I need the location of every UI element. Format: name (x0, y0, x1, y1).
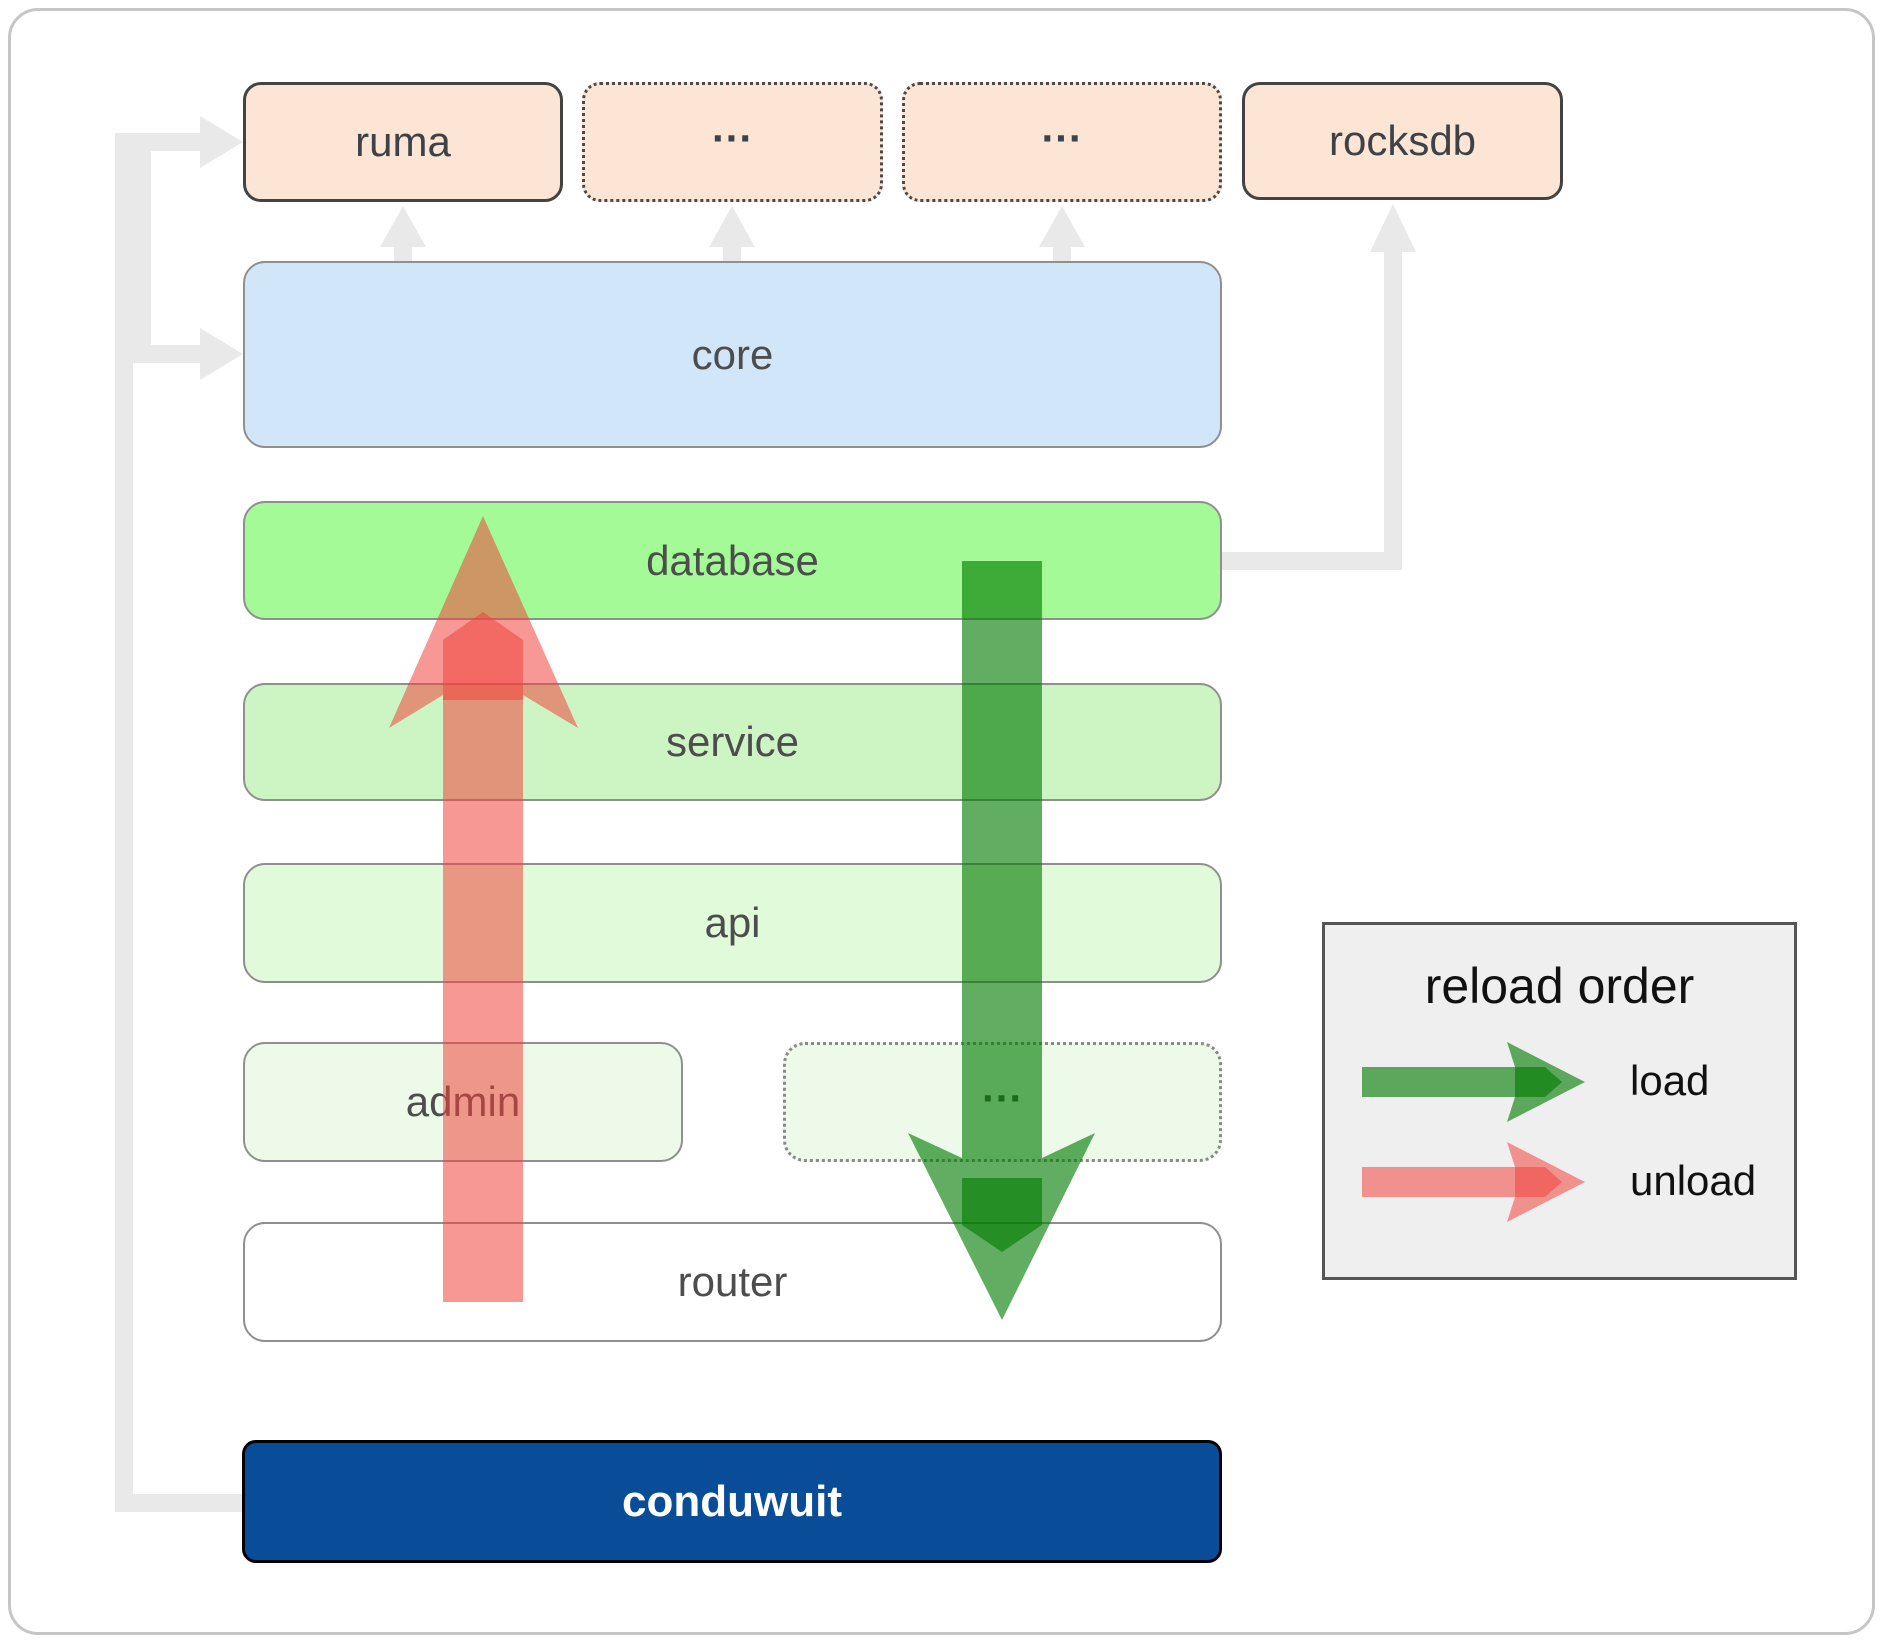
node-core-label: core (691, 330, 774, 378)
node-ellipsis-top-2: ... (902, 82, 1222, 202)
node-ellipsis-top-1-label: ... (711, 103, 753, 151)
node-ellipsis-admin-label: ... (981, 1063, 1023, 1111)
legend-box: reload order load unload (1322, 922, 1797, 1280)
node-router-label: router (677, 1258, 788, 1305)
node-database: database (243, 501, 1222, 620)
node-api: api (243, 863, 1222, 983)
node-service: service (243, 683, 1222, 801)
node-service-label: service (665, 718, 800, 765)
node-conduwuit-label: conduwuit (622, 1476, 842, 1526)
legend-unload-label: unload (1630, 1157, 1757, 1204)
node-ellipsis-admin: ... (783, 1042, 1222, 1162)
node-router: router (243, 1222, 1222, 1342)
node-ellipsis-top-2-label: ... (1041, 103, 1083, 151)
node-rocksdb: rocksdb (1242, 82, 1563, 200)
legend-load-label: load (1630, 1057, 1710, 1104)
node-conduwuit: conduwuit (242, 1440, 1222, 1563)
node-api-label: api (704, 899, 761, 946)
node-ruma: ruma (243, 82, 563, 202)
outer-frame (8, 8, 1875, 1635)
node-ellipsis-top-1: ... (582, 82, 883, 202)
node-admin-label: admin (405, 1078, 521, 1125)
node-database-label: database (646, 536, 819, 584)
node-admin: admin (243, 1042, 683, 1162)
legend-title: reload order (1424, 958, 1695, 1014)
node-rocksdb-label: rocksdb (1328, 117, 1477, 164)
node-core: core (243, 261, 1222, 448)
node-ruma-label: ruma (355, 118, 451, 165)
